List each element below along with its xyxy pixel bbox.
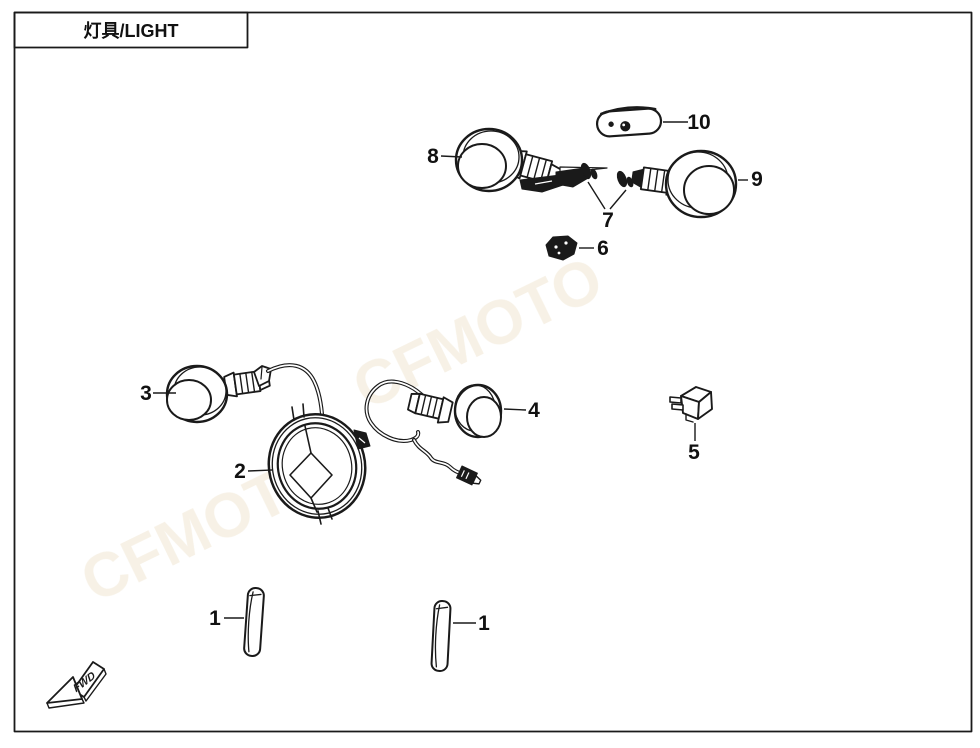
washer-left (580, 162, 593, 180)
leader-2 (248, 470, 272, 471)
leader-8 (441, 156, 462, 157)
mount-lug-highlight (359, 438, 365, 443)
lens-line-bottom (311, 498, 317, 512)
headlight-rim-ring (262, 408, 372, 524)
strip-outline (244, 588, 265, 657)
rim-ticks-top (292, 404, 304, 420)
clamp-dot (554, 245, 558, 249)
plate-hole-small (609, 122, 614, 127)
label-7: 7 (602, 209, 614, 232)
label-9: 9 (751, 168, 763, 191)
label-3: 3 (140, 382, 152, 405)
wire-clip-line (261, 367, 262, 379)
part-9-turn-signal: 9 (631, 151, 763, 217)
arrow-head (47, 677, 82, 703)
part-4-turn-signal: 4 (367, 382, 540, 488)
lamp-8-lens (458, 144, 506, 188)
wire-core (268, 365, 322, 414)
fwd-direction-arrow: FWD (47, 662, 106, 708)
lamp-4-lens (467, 397, 501, 437)
headlight-lens-edge (274, 420, 360, 511)
leader-4 (504, 409, 526, 410)
label-2: 2 (234, 460, 246, 483)
bracket-highlight (535, 181, 552, 184)
clamp-body (546, 236, 577, 260)
part-1-reflector-right: 1 (431, 601, 490, 672)
label-8: 8 (427, 145, 439, 168)
harness-tail-core (414, 440, 463, 474)
label-10: 10 (687, 111, 710, 134)
strip-top-line (436, 607, 447, 610)
rim-ticks-bottom (318, 508, 332, 524)
harness-loop-core (367, 382, 426, 441)
harness-connector (457, 466, 483, 488)
label-1-right: 1 (478, 612, 490, 635)
strip-top-line (250, 594, 261, 597)
plate-top-edge (601, 106, 655, 114)
part-10-bracket-plate: 10 (596, 106, 711, 138)
harness-tail (414, 440, 463, 474)
washer-right (616, 170, 629, 188)
page-border (15, 13, 972, 732)
label-6: 6 (597, 237, 609, 260)
part-1-reflector-left: 1 (209, 588, 264, 657)
arrow-head-3d-edge (47, 699, 84, 708)
arrow-3d-edge (84, 669, 106, 701)
strip-inner-line (434, 605, 439, 667)
plate-hole-large (620, 121, 630, 131)
bracket-dark-right (556, 168, 590, 187)
plate-hole-highlight (622, 123, 626, 127)
relay-prong (672, 404, 683, 410)
plate-outline (596, 108, 662, 137)
page-title: 灯具/LIGHT (84, 21, 179, 41)
mount-lug (354, 430, 370, 449)
part-8-turn-signal: 8 (427, 129, 573, 191)
lamp-9-lens (684, 166, 734, 214)
strip-outline (431, 601, 451, 672)
headlight-wire (268, 365, 322, 414)
part-5-flasher-relay: 5 (670, 387, 712, 464)
part-2-headlight: 2 (234, 404, 376, 528)
label-1-left: 1 (209, 607, 221, 630)
title-box (15, 13, 248, 48)
relay-notch (686, 414, 693, 422)
part-6-clamp: 6 (546, 236, 609, 260)
clamp-dot (564, 241, 568, 245)
strip-inner-line (247, 592, 253, 652)
lens-line-top (305, 426, 311, 453)
part-4-stem (407, 390, 454, 425)
label-5: 5 (688, 441, 700, 464)
nut-left (590, 168, 598, 179)
lamp-3-lens (167, 380, 211, 420)
bracket-dark-left (520, 175, 563, 192)
leader-7 (588, 182, 626, 209)
part-3-turn-signal: 3 (140, 366, 271, 422)
label-4: 4 (528, 399, 540, 422)
part-7-fasteners: 7 (580, 162, 646, 232)
wire-path (268, 365, 322, 414)
relay-prong (670, 397, 681, 403)
clamp-dot (557, 251, 561, 255)
relay-side-face (698, 392, 712, 419)
